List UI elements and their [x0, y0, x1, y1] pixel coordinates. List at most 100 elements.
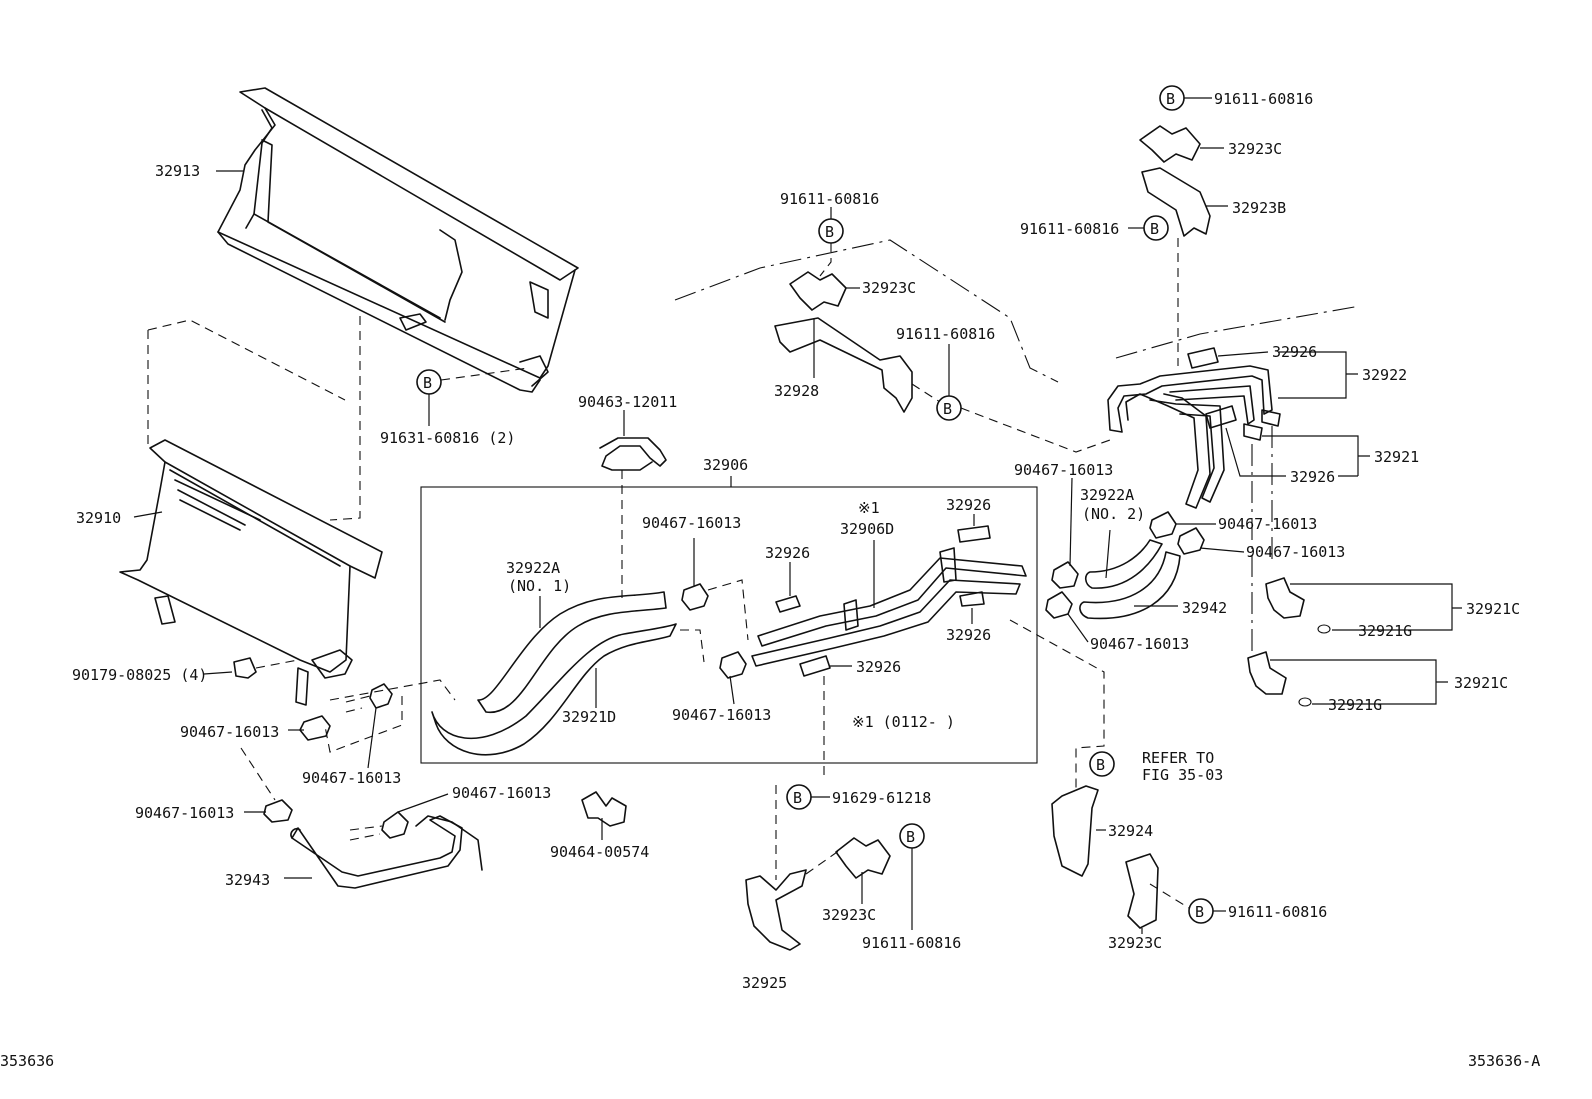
- bolt-b-bot-symbol: B: [906, 828, 915, 846]
- oring-32921g-2: [1298, 697, 1312, 707]
- label-91631: 91631-60816 (2): [380, 429, 515, 447]
- cooler-outline-dashed: [147, 319, 346, 450]
- box-clamp-leaders: [680, 579, 749, 663]
- label-32922a-no2-sub: (NO. 2): [1082, 505, 1145, 523]
- bracket-32928-dash: [911, 383, 941, 403]
- bolt-b-refer: [1089, 751, 1115, 777]
- label-32906: 32906: [703, 456, 748, 474]
- bolt-b-91629-symbol: B: [793, 789, 802, 807]
- clamp-c6: [681, 583, 709, 611]
- clamp-c2: [369, 683, 393, 709]
- label-c3: 90467-16013: [135, 804, 234, 822]
- label-32943: 32943: [225, 871, 270, 889]
- label-c6: 90467-16013: [642, 514, 741, 532]
- label-32922a-no2: 32922A: [1080, 486, 1134, 504]
- bracket-32923c-mid: [789, 271, 847, 311]
- hose-32926-b: [957, 525, 991, 543]
- label-32910: 32910: [76, 509, 121, 527]
- label-c11: 90467-16013: [1090, 635, 1189, 653]
- hose-32926-r1: [1187, 347, 1219, 369]
- label-note-mark: ※1: [858, 499, 880, 517]
- label-32926-c: 32926: [946, 626, 991, 644]
- label-32921d: 32921D: [562, 708, 616, 726]
- bolt-b-32928-symbol: B: [943, 400, 952, 418]
- label-32926-d: 32926: [856, 658, 901, 676]
- label-91611-top: 91611-60816: [780, 190, 879, 208]
- bracket-32923c-br: [1125, 853, 1159, 929]
- label-90464: 90464-00574: [550, 843, 649, 861]
- refer-dash: [1009, 619, 1105, 790]
- label-32923c-br: 32923C: [1108, 934, 1162, 952]
- clamp-c4: [381, 811, 409, 839]
- bolt-b-tr-symbol: B: [1166, 90, 1175, 108]
- label-c4: 90467-16013: [452, 784, 551, 802]
- bracket-32923b: [1141, 167, 1211, 237]
- pipe-32906d: [757, 557, 1027, 647]
- label-32922a-no1: 32922A: [506, 559, 560, 577]
- label-91611-br: 91611-60816: [1228, 903, 1327, 921]
- grommet-leader: [255, 659, 299, 669]
- band-90463: [599, 437, 667, 471]
- clamp-c10: [1177, 527, 1205, 555]
- figure-id-right: 353636-A: [1468, 1052, 1540, 1070]
- label-32924: 32924: [1108, 822, 1153, 840]
- bracket-32925-leader: [775, 785, 841, 880]
- label-c1: 90467-16013: [180, 723, 279, 741]
- label-32921g-1: 32921G: [1358, 622, 1412, 640]
- hose-32926-c: [959, 591, 985, 607]
- label-refer-1: REFER TO: [1142, 749, 1214, 767]
- body-outline-right: [1115, 305, 1361, 359]
- label-32923c-mid: 32923C: [862, 279, 916, 297]
- kit-32906-box: [420, 486, 1038, 764]
- lead-32926-r1: [1217, 351, 1269, 357]
- label-c8: 90467-16013: [1014, 461, 1113, 479]
- bolt-b-mid-top-symbol: B: [825, 223, 834, 241]
- bracket-32925: [745, 869, 807, 951]
- oil-cooler-32910: [119, 439, 383, 706]
- label-91611-bot: 91611-60816: [862, 934, 961, 952]
- label-91611-tr2: 91611-60816: [1020, 220, 1119, 238]
- oring-32921g-1: [1317, 624, 1331, 634]
- dash-b-32928-right: [960, 407, 1111, 453]
- dash-b-mid-top: [819, 243, 832, 277]
- label-c2: 90467-16013: [302, 769, 401, 787]
- bracket-32922: [1278, 351, 1358, 399]
- label-32928: 32928: [774, 382, 819, 400]
- label-c10: 90467-16013: [1246, 543, 1345, 561]
- label-90179: 90179-08025 (4): [72, 666, 207, 684]
- label-32913: 32913: [155, 162, 200, 180]
- hose-32921d: [431, 623, 677, 756]
- label-32925: 32925: [742, 974, 787, 992]
- pipe-32906d-lower: [751, 579, 1021, 667]
- label-note-range: ※1 (0112- ): [852, 713, 955, 731]
- label-90463: 90463-12011: [578, 393, 677, 411]
- label-32926-b: 32926: [946, 496, 991, 514]
- hose-32926-d: [799, 655, 831, 677]
- clamp-c8: [1051, 561, 1079, 589]
- bracket-32928: [774, 317, 913, 413]
- bolt-b-tr2-symbol: B: [1150, 220, 1159, 238]
- hose-32926-r2: [1205, 405, 1237, 429]
- lead-32926-r2: [1225, 427, 1286, 477]
- label-32921g-2: 32921G: [1328, 696, 1382, 714]
- clip-90464: [581, 791, 627, 827]
- label-32922: 32922: [1362, 366, 1407, 384]
- fitting-32921c-2: [1247, 651, 1287, 695]
- label-91611-tr: 91611-60816: [1214, 90, 1313, 108]
- label-c9: 90467-16013: [1218, 515, 1317, 533]
- callout-labels: 32913 32910 91631-60816 (2) 90179-08025 …: [72, 90, 1520, 992]
- clamp-c3: [263, 799, 293, 823]
- label-32922a-no1-sub: (NO. 1): [508, 577, 571, 595]
- hose-32926-a: [775, 595, 801, 613]
- label-32921c-1: 32921C: [1466, 600, 1520, 618]
- label-32942: 32942: [1182, 599, 1227, 617]
- grommet-90179: [233, 657, 257, 679]
- cooler-frame-32913: [217, 87, 579, 393]
- frame-cooler-leader: [329, 316, 361, 521]
- label-c7: 90467-16013: [672, 706, 771, 724]
- hose-32922a-no2: [1084, 539, 1163, 589]
- leader-lines: [133, 170, 1245, 904]
- label-32923b: 32923B: [1232, 199, 1286, 217]
- label-32926-a: 32926: [765, 544, 810, 562]
